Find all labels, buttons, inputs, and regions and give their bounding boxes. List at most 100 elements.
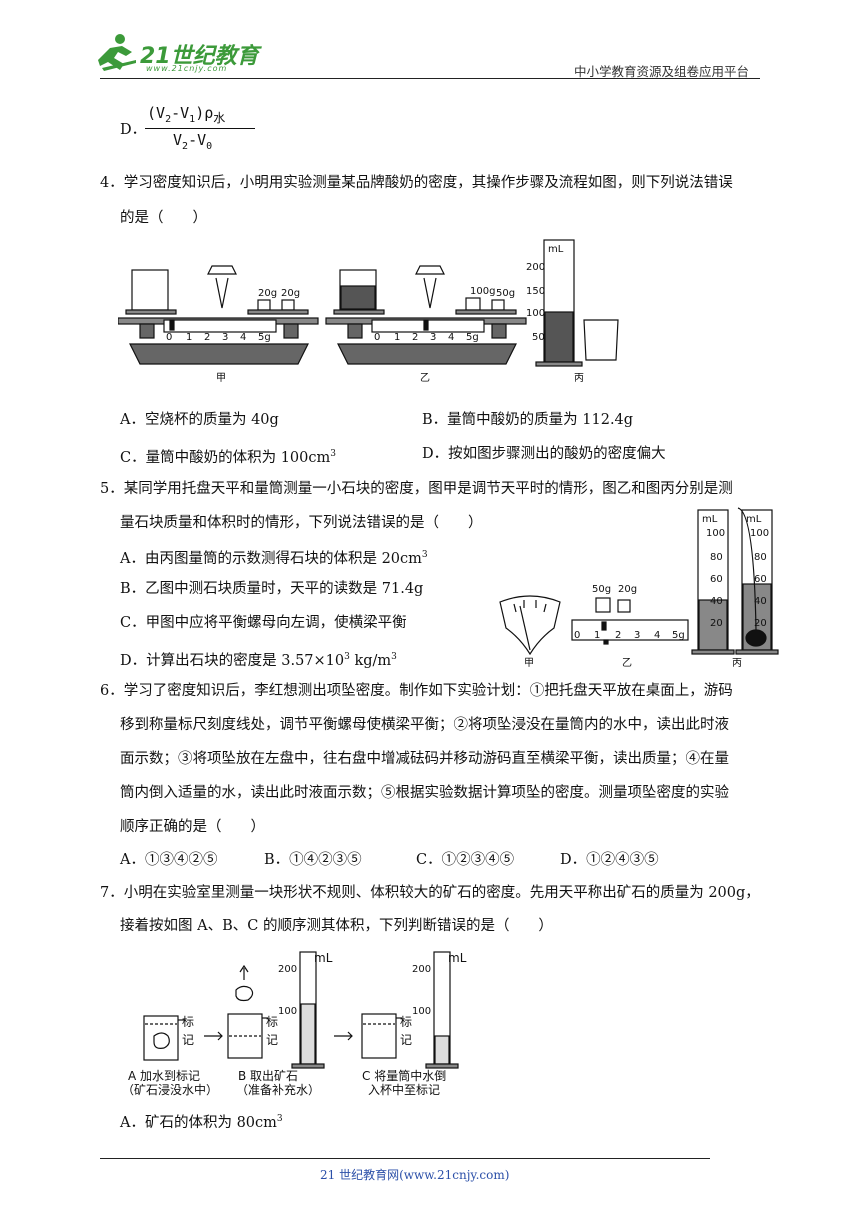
q7-option-a-text: A．矿石的体积为 80cm [120,1114,277,1131]
q5-cylinders-bing [691,507,779,655]
q4-scale-1b: 1 [394,332,400,343]
q5-cyl2-ml: mL [746,514,762,525]
q5-dial-jia [499,595,561,656]
q3-num-rho: )ρ [195,104,214,122]
q7-mark-b2: 记 [266,1033,278,1047]
q7-option-a: A．矿石的体积为 80cm3 [120,1109,283,1133]
q5-cyl2-20: 20 [754,618,767,629]
q6-stem-line1: 6．学习了密度知识后，李红想测出项坠密度。制作如下实验计划：①把托盘天平放在桌面… [100,683,733,699]
q3-num-mid: -V [171,104,190,122]
q4-label-yi: 乙 [420,372,430,384]
q3-num-water: 水 [213,111,226,125]
q5-scale-0: 0 [574,630,580,641]
q5-stem-line2: 量石块质量和体积时的情形，下列说法错误的是（ ） [120,515,483,531]
q7-cap-b2: （准备补充水） [236,1082,320,1096]
q4-option-c-sup: 3 [330,449,336,459]
q5-figure: 甲 50g 20g 0 1 2 3 4 5g 乙 mL 100 80 60 40… [499,507,779,669]
q4-scale-4b: 4 [448,332,454,343]
header-platform-text: 中小学教育资源及组卷应用平台 [574,64,750,79]
q4-stem-line2: 的是（ ） [120,210,207,226]
q4-option-b: B．量筒中酸奶的质量为 112.4g [422,412,634,428]
q5-cyl2-60: 60 [754,574,767,585]
q4-option-d: D．按如图步骤测出的酸奶的密度偏大 [422,446,666,462]
q5-scale-1: 1 [594,630,600,641]
q5-scale-2: 2 [615,630,621,641]
q5-stem-line1: 5．某同学用托盘天平和量筒测量一小石块的密度，图甲是调节天平时的情形，图乙和图丙… [100,481,733,497]
q5-cyl1-40: 40 [710,596,723,607]
q5-scale-yi [571,597,689,645]
q4-cyl-150: 150 [526,286,545,297]
q7-mark-a2: 记 [182,1033,194,1047]
q7-option-a-sup: 3 [276,1114,283,1124]
header: 21世纪教育 www.21cnjy.com 中小学教育资源及组卷应用平台 [0,0,860,80]
q7-cyl1-100: 100 [278,1006,297,1017]
q5-option-d-text: D．计算出石块的密度是 3.57×10 [120,652,345,669]
logo-text: 21世纪教育 [140,44,259,69]
q5-option-b: B．乙图中测石块质量时，天平的读数是 71.4g [120,581,424,597]
q5-option-d-sup: 3 [344,652,350,662]
q6-stem-line4: 筒内倒入适量的水，读出此时液面示数；⑤根据实验数据计算项坠的密度。测量项坠密度的… [120,785,729,801]
q6-option-b: B．①④②③⑤ [264,852,362,868]
q7-cap-c2: 入杯中至标记 [368,1082,440,1096]
q4-scale-3a: 3 [222,332,228,343]
logo-url: www.21cnjy.com [146,64,228,73]
q5-cyl1-100: 100 [706,528,725,539]
q5-cyl2-100: 100 [750,528,769,539]
q4-scale-3b: 3 [430,332,436,343]
q5-label-yi: 乙 [622,657,632,669]
q7-beaker-b [227,964,268,1059]
q5-scale-4: 4 [654,630,660,641]
q4-cyl-100: 100 [526,308,545,319]
q7-cyl1-ml: mL [314,951,333,965]
q5-label-bing: 丙 [732,658,742,669]
q7-cylinder-2 [425,951,459,1069]
q5-cyl1-ml: mL [702,514,718,525]
q7-mark-c1: 标 [400,1015,412,1029]
q4-cylinder-bing [535,239,619,367]
q6-option-c: C．①②③④⑤ [416,852,515,868]
q5-label-jia: 甲 [524,658,534,669]
q7-cap-c1: C 将量筒中水倒 [362,1068,446,1083]
q4-balance-yi [325,265,527,365]
q3-fraction-bar [145,128,255,129]
q4-scale-2b: 2 [412,332,418,343]
q3-den-v: V [173,131,183,149]
q7-beaker-c [361,1013,402,1059]
q5-cyl1-60: 60 [710,574,723,585]
q7-cyl1-200: 200 [278,964,297,975]
q4-option-a: A．空烧杯的质量为 40g [120,412,279,428]
q7-cyl2-100: 100 [412,1006,431,1017]
q4-scale-1a: 1 [186,332,192,343]
q7-cyl2-200: 200 [412,964,431,975]
q4-scale-5b: 5g [466,332,479,343]
q7-arrow-1 [204,1031,223,1041]
q7-cap-a2: （矿石浸没水中） [122,1082,218,1096]
q4-label-bing: 丙 [574,373,584,384]
q6-stem-line2: 移到称量标尺刻度线处，调节平衡螺母使横梁平衡；②将项坠浸没在量筒内的水中，读出此… [120,717,729,733]
q4-figure: 20g 20g 0 1 2 3 4 5g 甲 100g 50g 0 1 2 3 … [118,239,619,384]
footer-text: 21 世纪教育网(www.21cnjy.com) [320,1168,510,1182]
q5-scale-3: 3 [634,630,640,641]
q5-cyl1-80: 80 [710,552,723,563]
q7-beaker-a [143,1015,184,1061]
q3-den-sub0: 0 [206,141,213,152]
q3-den-sub2: 2 [182,141,189,152]
q7-mark-a1: 标 [182,1015,194,1029]
q5-option-a-text: A．由丙图量筒的示数测得石块的体积是 20cm [120,550,422,567]
q5-weight-20: 20g [618,584,637,595]
q7-cyl2-ml: mL [448,951,467,965]
q6-stem-line5: 顺序正确的是（ ） [120,819,265,835]
q4-scale-0b: 0 [374,332,380,343]
q5-option-d-sup2: 3 [391,652,397,662]
q4-cyl-50: 50 [532,332,545,343]
logo-icon [98,34,136,71]
q5-cyl1-20: 20 [710,618,723,629]
q7-figure: 标 记 A 加水到标记 （矿石浸没水中） 标 记 B 取出矿石 （准备补充水） … [122,951,467,1096]
q3-den-mid: -V [188,131,207,149]
q7-stem-line1: 7．小明在实验室里测量一块形状不规则、体积较大的矿石的密度。先用天平称出矿石的质… [100,885,760,901]
q4-scale-4a: 4 [240,332,246,343]
q4-balance-jia [118,265,319,365]
q7-cap-b1: B 取出矿石 [238,1069,298,1083]
q6-stem-line3: 面示数；③将项坠放在左盘中，往右盘中增减砝码并移动游码直至横梁平衡，读出质量；④… [120,751,729,767]
footer-rule [100,1158,710,1159]
